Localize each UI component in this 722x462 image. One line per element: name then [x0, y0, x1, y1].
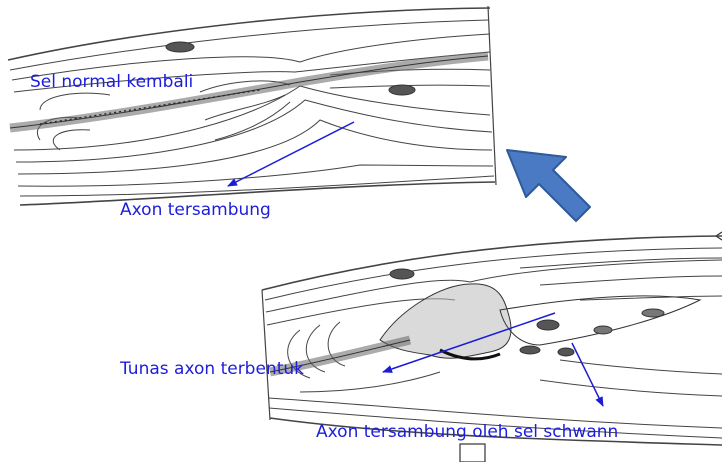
schwann-pointer	[572, 343, 603, 406]
schwann-connection-label: Axon tersambung oleh sel schwann	[316, 422, 618, 442]
axon-sprout-label: Tunas axon terbentuk	[120, 359, 304, 379]
top-nerve-sketch	[8, 6, 496, 205]
bottom-nerve-sketch	[262, 236, 722, 445]
small-square-icon	[460, 444, 485, 462]
normal-cell-label: Sel normal kembali	[30, 72, 193, 92]
axon-connected-label: Axon tersambung	[120, 200, 271, 220]
large-diagonal-arrow-icon	[507, 150, 590, 221]
